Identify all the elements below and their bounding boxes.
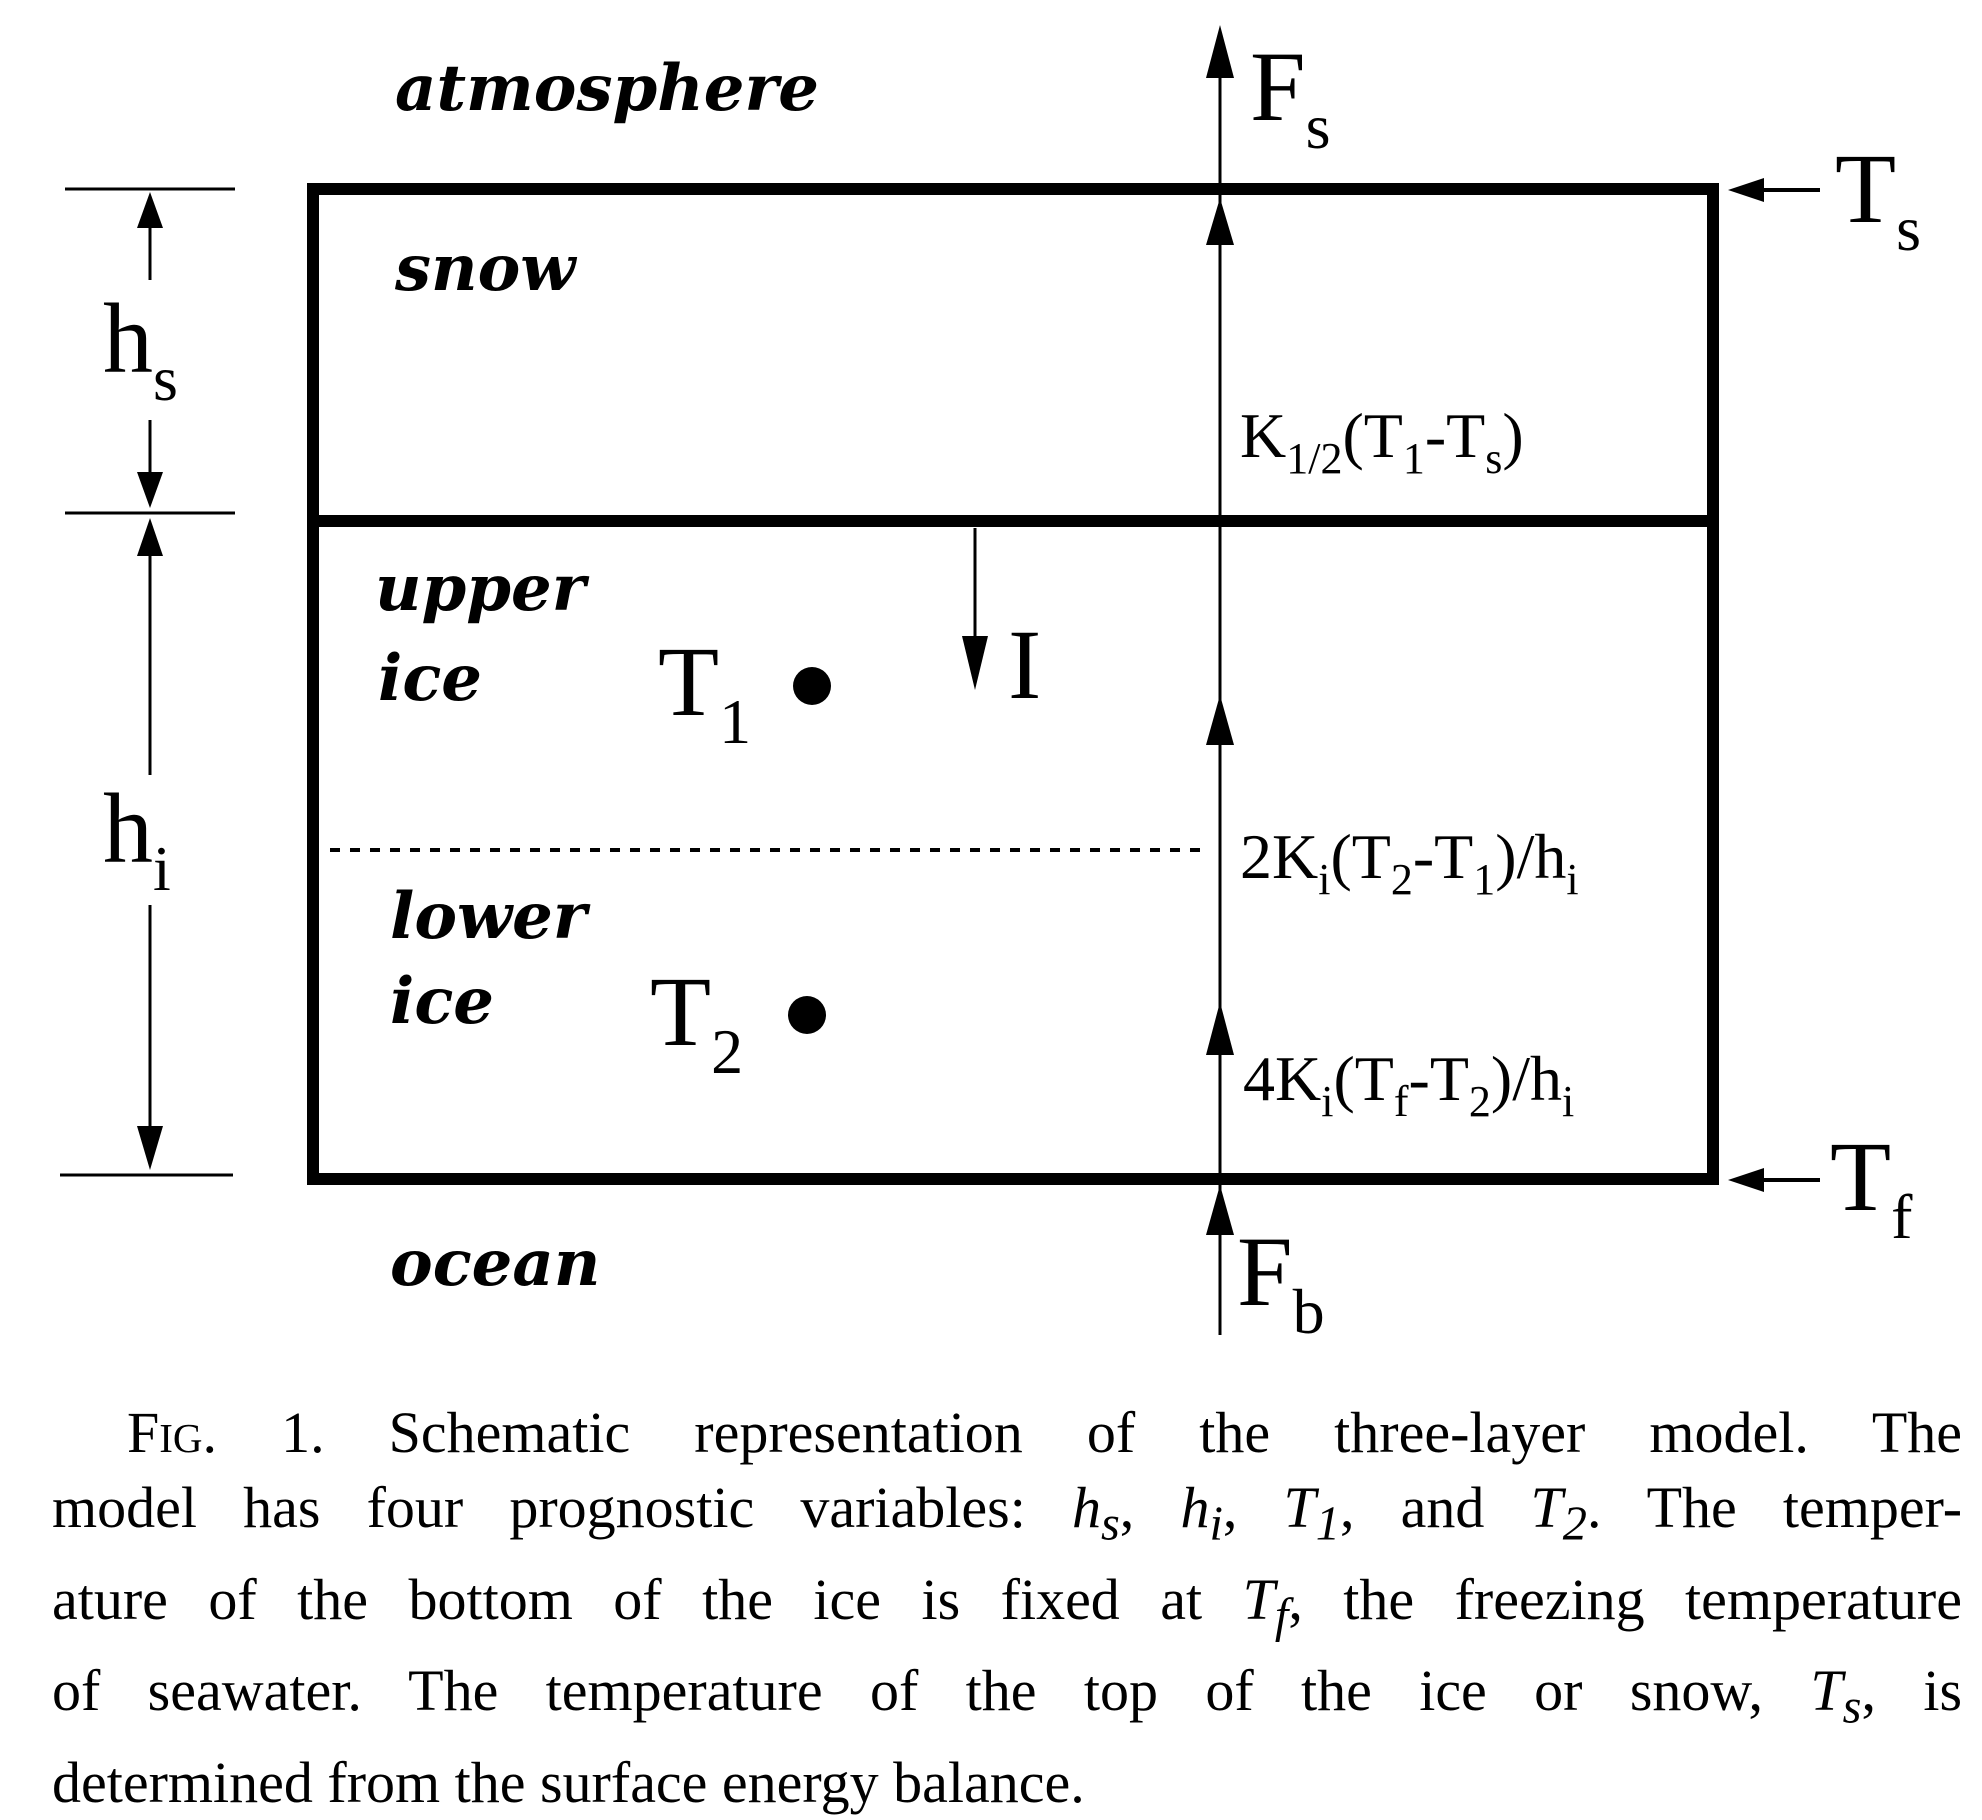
lower-temperature-point — [788, 996, 826, 1034]
figure-number: Fig. — [127, 1400, 218, 1465]
caption-line-3: ature of the bottom of the ice is fixed … — [52, 1566, 1962, 1643]
freezing-temperature-arrow — [1728, 1168, 1820, 1192]
surface-flux-symbol: Fs — [1250, 31, 1331, 162]
shortwave-flux-symbol: I — [1008, 609, 1041, 720]
figure-caption: Fig. 1. Schematic representation of the … — [52, 1395, 1962, 1820]
ocean-label: ocean — [390, 1226, 600, 1301]
snow-thickness-arrow — [137, 192, 163, 508]
ice-thickness-symbol: hi — [103, 773, 171, 904]
caption-line-5: determined from the surface energy balan… — [52, 1749, 1085, 1815]
lower-ice-label-2: ice — [390, 964, 494, 1039]
lower-ice-label: lower — [390, 879, 591, 954]
bottom-flux-symbol: Fb — [1237, 1216, 1325, 1347]
snow-thickness-symbol: hs — [103, 283, 178, 414]
caption-line-4: of seawater. The temperature of the top … — [52, 1658, 1963, 1734]
snow-label: snow — [394, 231, 577, 306]
caption-line-2: model has four prognostic variables: hs,… — [52, 1475, 1963, 1551]
snow-conduction-flux-label: K1/2(T1-Ts) — [1240, 400, 1524, 483]
caption-line-1: Fig. 1. Schematic representation of the … — [127, 1400, 1963, 1465]
upper-temperature-symbol: T1 — [658, 626, 751, 757]
model-schematic: hs hi atmosphere snow upper ice lower ic… — [60, 25, 1921, 1347]
upper-ice-label: upper — [375, 551, 590, 626]
upper-ice-label-2: ice — [378, 641, 482, 716]
atmosphere-label: atmosphere — [395, 51, 819, 126]
heat-flux-arrows — [1206, 25, 1234, 1335]
shortwave-flux-arrow — [962, 528, 988, 690]
surface-temperature-arrow — [1728, 178, 1820, 202]
ice-thickness-arrow — [137, 518, 163, 1170]
model-box — [307, 183, 1719, 1185]
freezing-temperature-symbol: Tf — [1830, 1121, 1913, 1252]
upper-temperature-point — [793, 667, 831, 705]
bottom-conduction-flux-label: 4Ki(Tf-T2)/hi — [1243, 1043, 1574, 1126]
surface-temperature-symbol: Ts — [1835, 133, 1921, 264]
ice-conduction-flux-label: 2Ki(T2-T1)/hi — [1240, 821, 1579, 904]
lower-temperature-symbol: T2 — [650, 956, 743, 1087]
